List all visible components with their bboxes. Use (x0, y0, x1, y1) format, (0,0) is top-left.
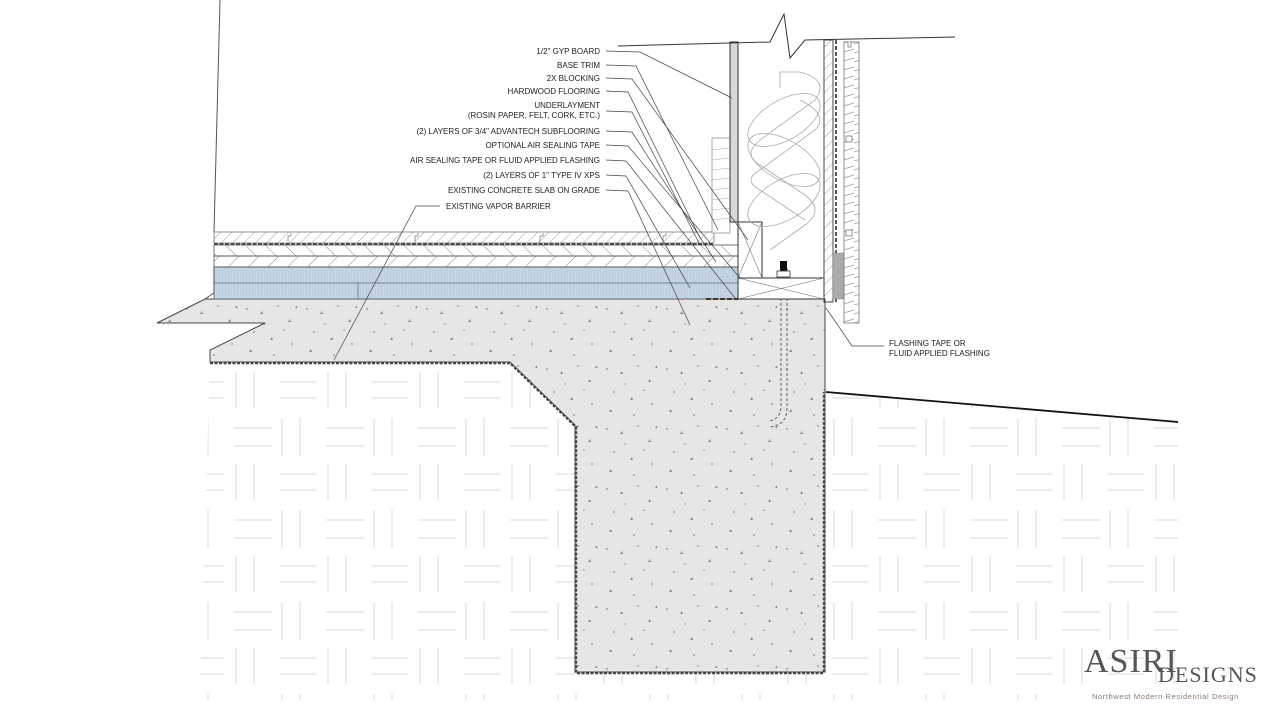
logo-sub-text: DESIGNS (1158, 662, 1258, 687)
siding (843, 41, 860, 324)
label-concrete-slab: EXISTING CONCRETE SLAB ON GRADE (448, 186, 600, 195)
label-blocking: 2X BLOCKING (547, 74, 600, 83)
hardwood-layer (213, 231, 715, 244)
label-xps: (2) LAYERS OF 1" TYPE IV XPS (483, 171, 600, 180)
floor-assembly (204, 222, 741, 300)
interior-wall-line (213, 0, 221, 233)
subfloor-layer-2 (213, 244, 739, 257)
sheathing (823, 39, 834, 303)
label-flashing-2: FLUID APPLIED FLASHING (889, 349, 990, 358)
label-air-sealing-tape: AIR SEALING TAPE OR FLUID APPLIED FLASHI… (410, 156, 600, 165)
break-line (617, 12, 956, 60)
gyp-board (729, 41, 739, 223)
insulation-batt (747, 71, 821, 251)
label-underlayment-note: (ROSIN PAPER, FELT, CORK, ETC.) (468, 111, 601, 120)
label-vapor-barrier: EXISTING VAPOR BARRIER (446, 202, 551, 211)
subfloor-layer-1 (213, 255, 739, 268)
label-hardwood: HARDWOOD FLOORING (508, 87, 600, 96)
label-subfloor: (2) LAYERS OF 3/4" ADVANTECH SUBFLOORING (417, 127, 600, 136)
grade-line (825, 391, 1179, 423)
label-gyp-board: 1/2" GYP BOARD (536, 47, 600, 56)
label-group-left: 1/2" GYP BOARD BASE TRIM 2X BLOCKING HAR… (410, 47, 600, 195)
label-group-right: FLASHING TAPE OR FLUID APPLIED FLASHING (889, 339, 990, 358)
logo-tagline: Northwest Modern Residential Design (1092, 692, 1239, 701)
leader-lines (333, 50, 884, 361)
flashing-patch (832, 252, 845, 300)
label-optional-tape: OPTIONAL AIR SEALING TAPE (485, 141, 600, 150)
vapor-barrier (210, 361, 826, 675)
anchor-bolt (767, 268, 782, 422)
label-flashing-1: FLASHING TAPE OR (889, 339, 966, 348)
logo-main-text: ASIRI (1084, 643, 1178, 680)
earth-fill (200, 362, 1178, 700)
company-logo: ASIRI DESIGNS Northwest Modern Residenti… (1084, 643, 1258, 701)
label-underlayment: UNDERLAYMENT (534, 101, 600, 110)
label-base-trim: BASE TRIM (557, 61, 600, 70)
